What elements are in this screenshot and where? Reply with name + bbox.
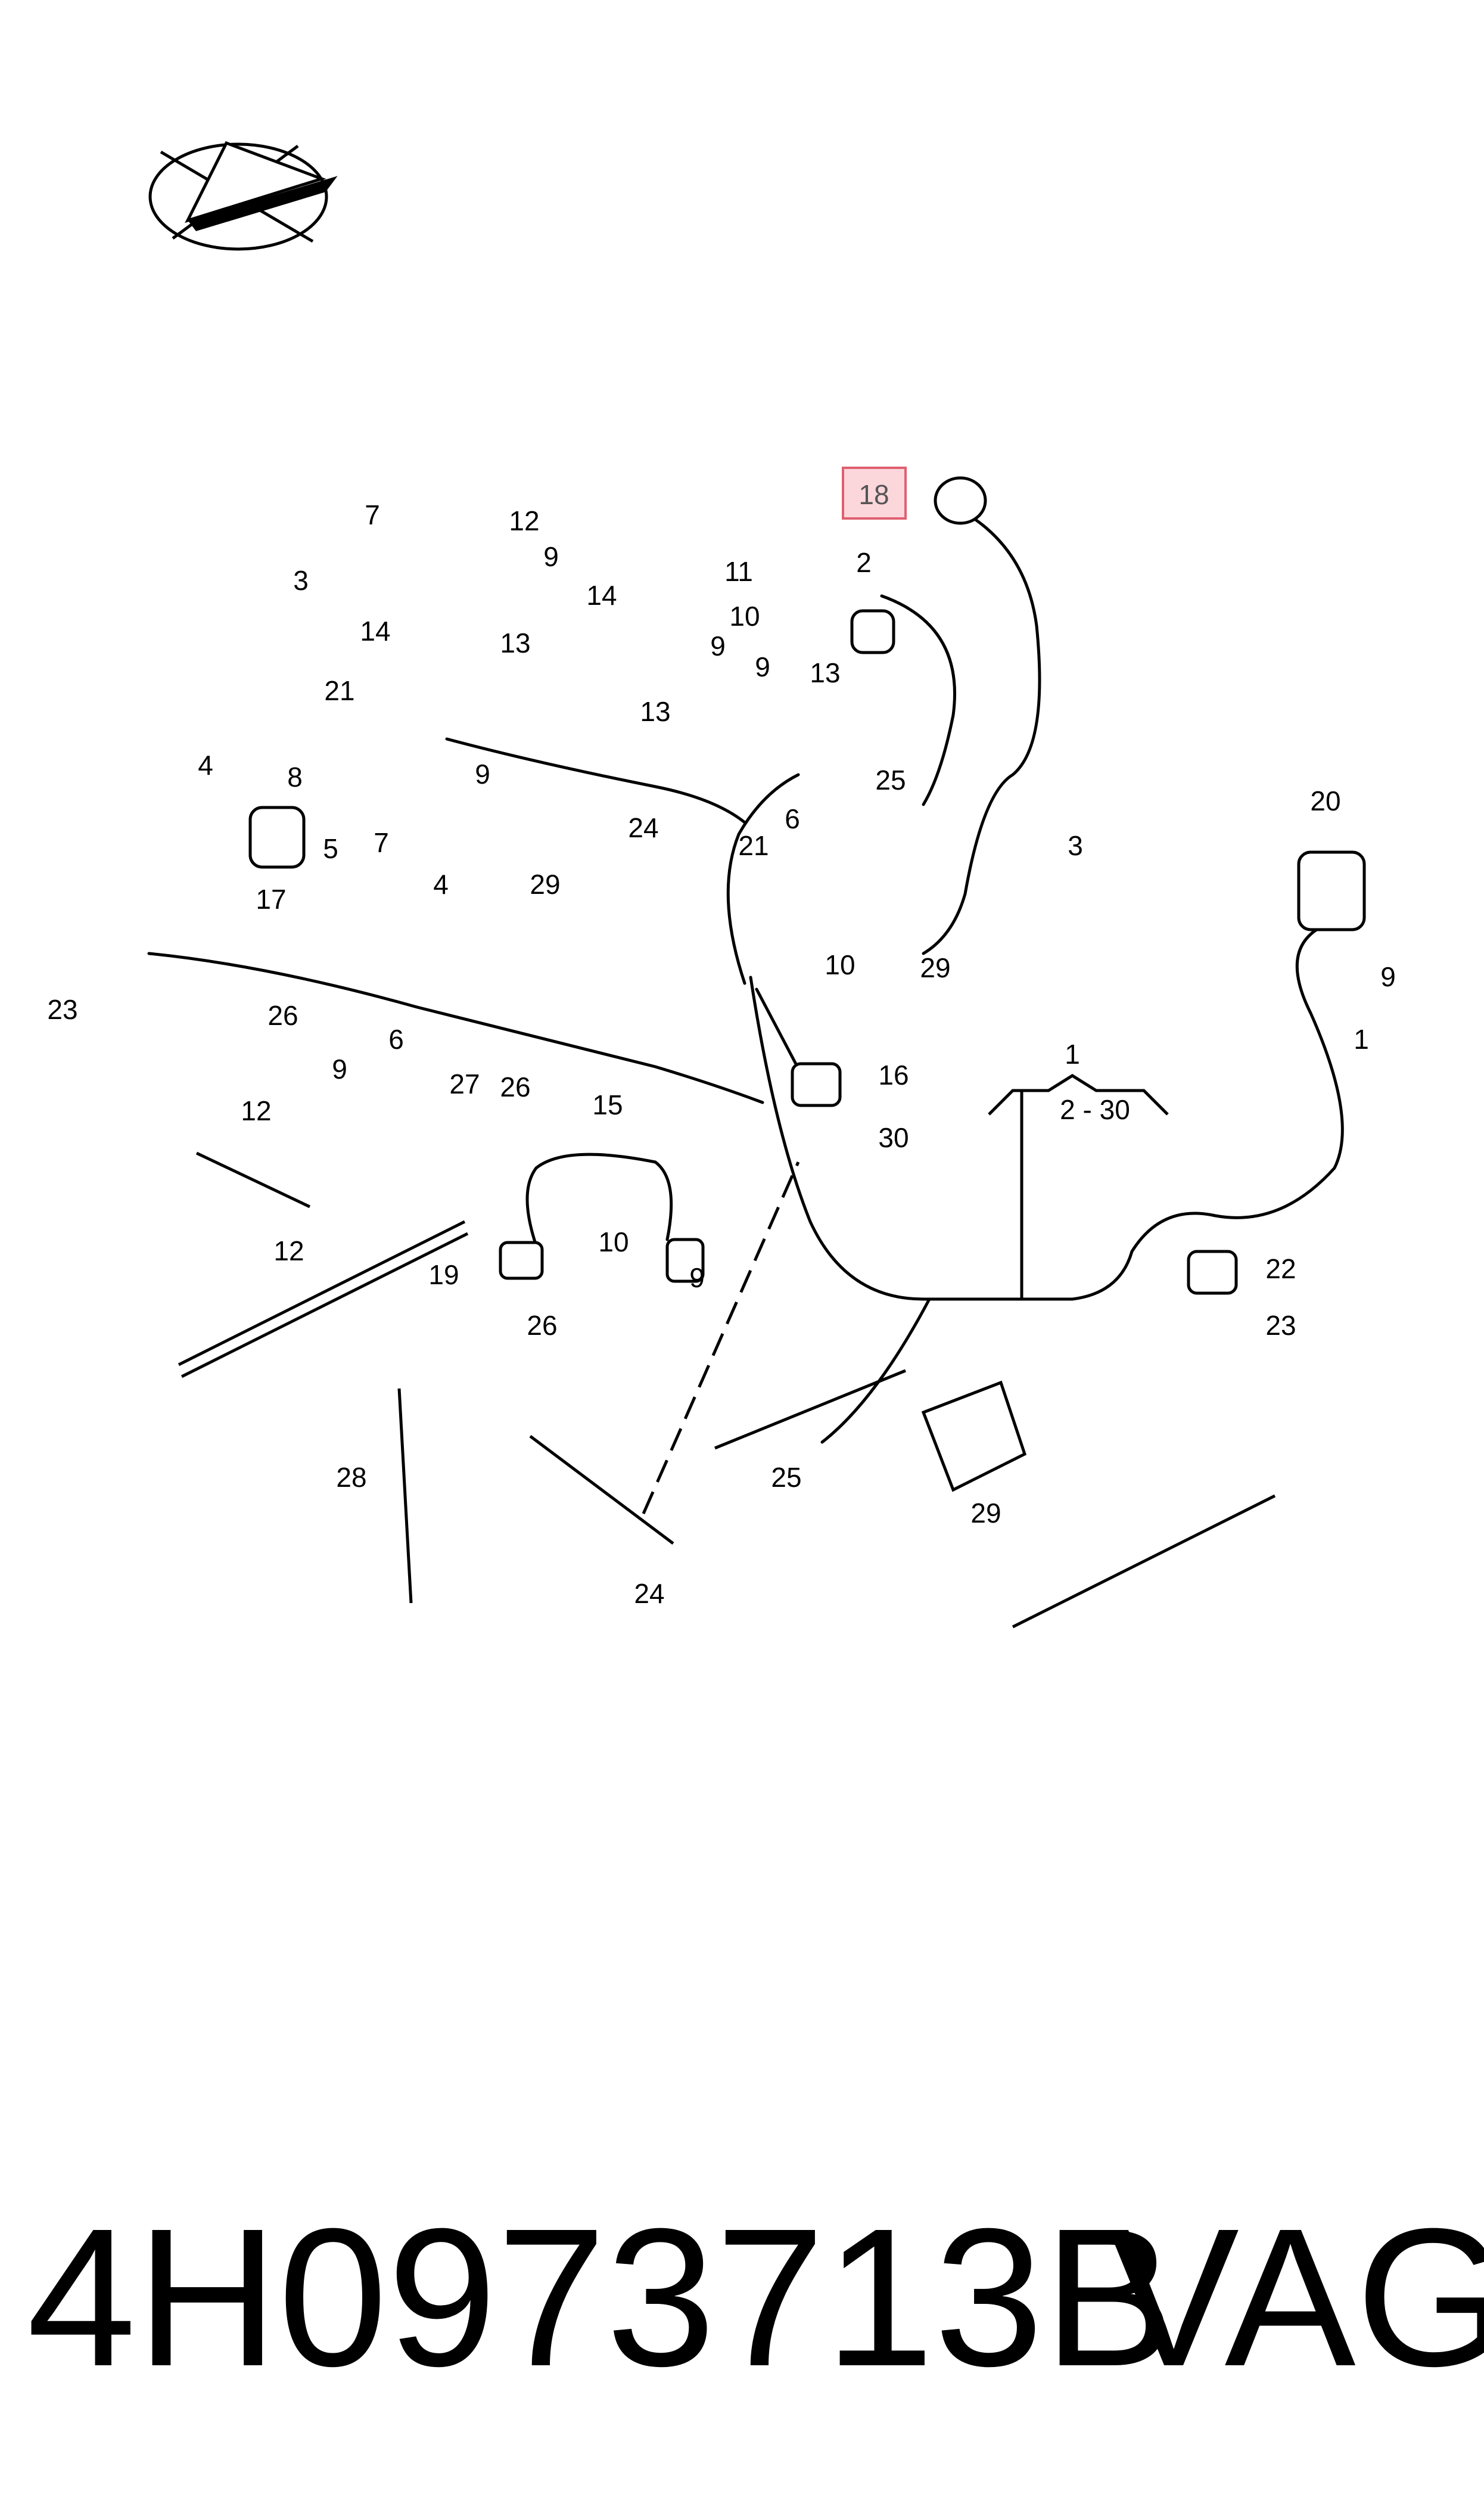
callout-21: 21 [738,830,769,861]
callout-16: 16 [878,1060,909,1091]
range-parent-label: 1 [1065,1039,1080,1070]
connectors [248,476,1366,1295]
callout-23: 23 [1265,1310,1296,1341]
callout-13: 13 [500,628,530,659]
callout-10: 10 [729,601,760,632]
callout-26: 26 [267,1000,298,1031]
callout-22: 22 [1265,1253,1296,1284]
callout-9: 9 [475,759,490,790]
logo-emblem-icon [148,141,338,251]
callout-11: 11 [724,556,753,587]
callout-26: 26 [527,1310,557,1341]
callout-29: 29 [530,869,560,900]
callout-6: 6 [388,1024,404,1055]
callout-12: 12 [509,505,539,536]
callout-25: 25 [771,1462,801,1493]
callout-24: 24 [628,812,658,843]
callout-23: 23 [47,994,77,1025]
callout-21: 21 [324,675,354,706]
callout-9: 9 [543,541,559,572]
harness-wires [147,499,1344,1444]
callout-29: 29 [970,1498,1001,1529]
callout-17: 17 [256,884,286,915]
callout-24: 24 [634,1578,664,1609]
callout-19: 19 [428,1259,459,1290]
callout-2: 2 [856,547,872,578]
callout-12: 12 [273,1235,304,1266]
callout-8: 8 [287,762,303,793]
callout-9: 9 [710,630,726,661]
callout-9: 9 [755,651,770,682]
callout-7: 7 [374,827,389,858]
callout-1: 1 [1354,1024,1369,1055]
range-label: 2 - 30 [1060,1094,1130,1125]
callout-10: 10 [825,949,855,980]
callout-6: 6 [785,803,800,834]
callout-14: 14 [586,580,617,611]
callout-25: 25 [875,765,906,796]
callout-7: 7 [365,499,380,530]
highlight-box [842,467,907,520]
callout-15: 15 [592,1089,623,1120]
callout-3: 3 [1068,830,1083,861]
callout-9: 9 [689,1262,705,1293]
callout-30: 30 [878,1122,909,1153]
callout-13: 13 [810,657,840,688]
callout-10: 10 [598,1226,629,1257]
loose-parts [178,1151,1276,1629]
callout-29: 29 [920,952,950,983]
part-number: 4H0973713B [27,2187,1175,2407]
callout-4: 4 [198,750,213,781]
callout-14: 14 [360,616,390,647]
callout-27: 27 [449,1069,480,1099]
callout-4: 4 [433,869,449,900]
callout-12: 12 [241,1095,271,1126]
callout-20: 20 [1310,785,1340,816]
callout-9: 9 [1380,961,1396,992]
callout-13: 13 [640,696,670,727]
brand-name: VAG [1108,2187,1484,2407]
callout-26: 26 [500,1071,530,1102]
callout-5: 5 [323,833,338,864]
callout-28: 28 [336,1462,366,1493]
callout-3: 3 [293,565,309,596]
range-bracket [988,1074,1169,1299]
callout-9: 9 [332,1054,347,1085]
highlighted-callout-label: 18 [858,479,889,510]
